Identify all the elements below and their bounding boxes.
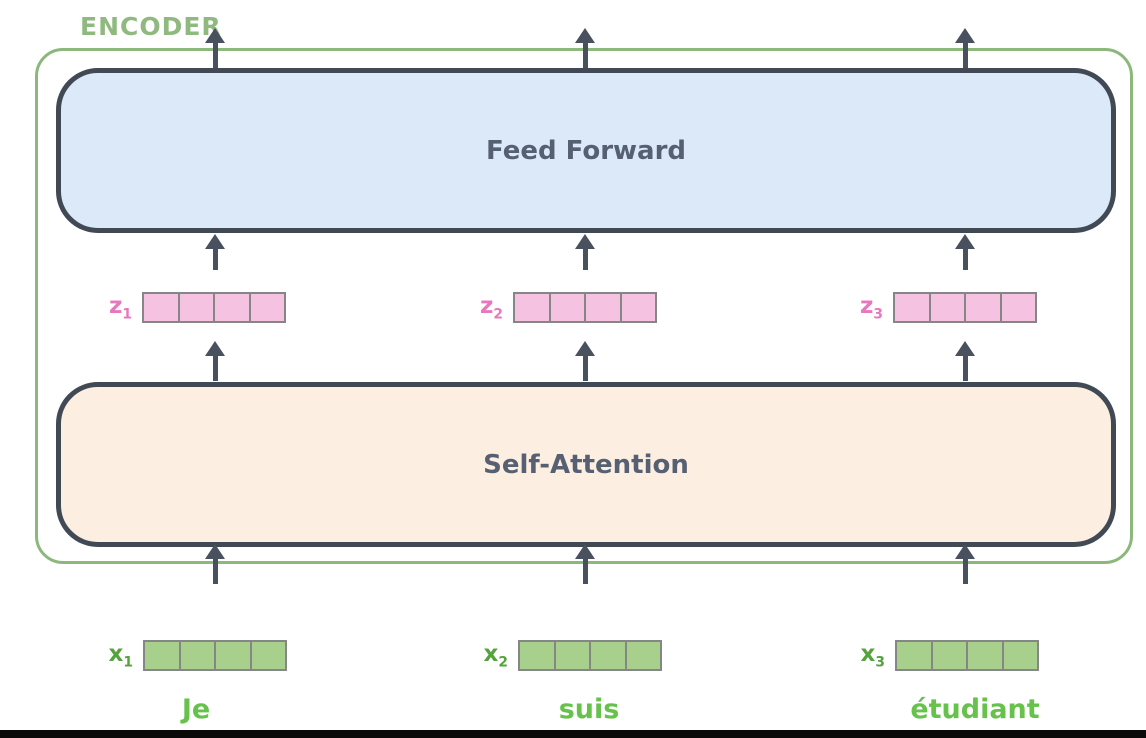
arrow-shaft xyxy=(212,353,218,381)
input-word-1: Je xyxy=(181,694,211,725)
self-attention-label: Self-Attention xyxy=(483,449,689,480)
self-attention-to-z3-arrow xyxy=(955,341,975,381)
arrow-head-icon xyxy=(205,28,225,43)
vector-cell xyxy=(584,294,620,321)
vector-cell xyxy=(966,642,1002,669)
x2-input-arrow xyxy=(575,544,595,584)
x2-vector xyxy=(518,640,662,671)
vector-cell xyxy=(589,642,625,669)
vector-cell xyxy=(964,294,1000,321)
feed-forward-block: Feed Forward xyxy=(56,68,1116,233)
arrow-head-icon xyxy=(575,544,595,559)
z2-vector xyxy=(513,292,657,323)
vector-cell xyxy=(930,642,966,669)
arrow-head-icon xyxy=(955,28,975,43)
x1-label: x1 xyxy=(108,641,133,671)
vector-cell xyxy=(897,642,931,669)
vector-cell xyxy=(548,294,584,321)
vector-cell xyxy=(515,294,549,321)
arrow-head-icon xyxy=(205,544,225,559)
self-attention-block: Self-Attention xyxy=(56,382,1116,547)
arrow-shaft xyxy=(582,246,588,270)
input-word-3: étudiant xyxy=(910,694,1040,725)
arrow-head-icon xyxy=(955,544,975,559)
x3-input-arrow xyxy=(955,544,975,584)
vector-cell xyxy=(177,294,213,321)
arrow-head-icon xyxy=(205,341,225,356)
z3-label: z3 xyxy=(860,293,883,323)
z1-to-feed-forward-arrow xyxy=(205,234,225,270)
vector-cell xyxy=(248,294,284,321)
x3-vector xyxy=(895,640,1039,671)
output-arrow-2 xyxy=(575,28,595,68)
input-word-2: suis xyxy=(558,694,620,725)
vector-cell xyxy=(619,294,655,321)
feed-forward-label: Feed Forward xyxy=(485,135,687,166)
arrow-shaft xyxy=(582,40,588,68)
vector-cell xyxy=(145,642,179,669)
arrow-shaft xyxy=(582,353,588,381)
arrow-head-icon xyxy=(205,234,225,249)
self-attention-to-z2-arrow xyxy=(575,341,595,381)
encoder-label: ENCODER xyxy=(80,12,222,41)
vector-cell xyxy=(214,642,250,669)
vector-cell xyxy=(213,294,249,321)
arrow-head-icon xyxy=(575,28,595,43)
z3-to-feed-forward-arrow xyxy=(955,234,975,270)
x1-input-arrow xyxy=(205,544,225,584)
z1-vector xyxy=(142,292,286,323)
vector-cell xyxy=(895,294,929,321)
self-attention-to-z1-arrow xyxy=(205,341,225,381)
vector-cell xyxy=(624,642,660,669)
arrow-shaft xyxy=(582,556,588,584)
z2-to-feed-forward-arrow xyxy=(575,234,595,270)
z2-label: z2 xyxy=(480,293,503,323)
x1-vector xyxy=(143,640,287,671)
arrow-shaft xyxy=(962,353,968,381)
vector-cell xyxy=(520,642,554,669)
bottom-bar xyxy=(0,730,1146,738)
z3-vector xyxy=(893,292,1037,323)
vector-cell xyxy=(178,642,214,669)
vector-cell xyxy=(999,294,1035,321)
vector-cell xyxy=(144,294,178,321)
x2-label: x2 xyxy=(483,641,508,671)
arrow-shaft xyxy=(212,556,218,584)
vector-cell xyxy=(928,294,964,321)
arrow-shaft xyxy=(212,246,218,270)
arrow-head-icon xyxy=(955,341,975,356)
output-arrow-3 xyxy=(955,28,975,68)
vector-cell xyxy=(553,642,589,669)
vector-cell xyxy=(249,642,285,669)
arrow-head-icon xyxy=(575,341,595,356)
arrow-shaft xyxy=(962,246,968,270)
x3-label: x3 xyxy=(860,641,885,671)
z1-label: z1 xyxy=(109,293,132,323)
vector-cell xyxy=(1001,642,1037,669)
arrow-shaft xyxy=(962,556,968,584)
output-arrow-1 xyxy=(205,28,225,68)
arrow-head-icon xyxy=(575,234,595,249)
arrow-shaft xyxy=(962,40,968,68)
arrow-shaft xyxy=(212,40,218,68)
arrow-head-icon xyxy=(955,234,975,249)
